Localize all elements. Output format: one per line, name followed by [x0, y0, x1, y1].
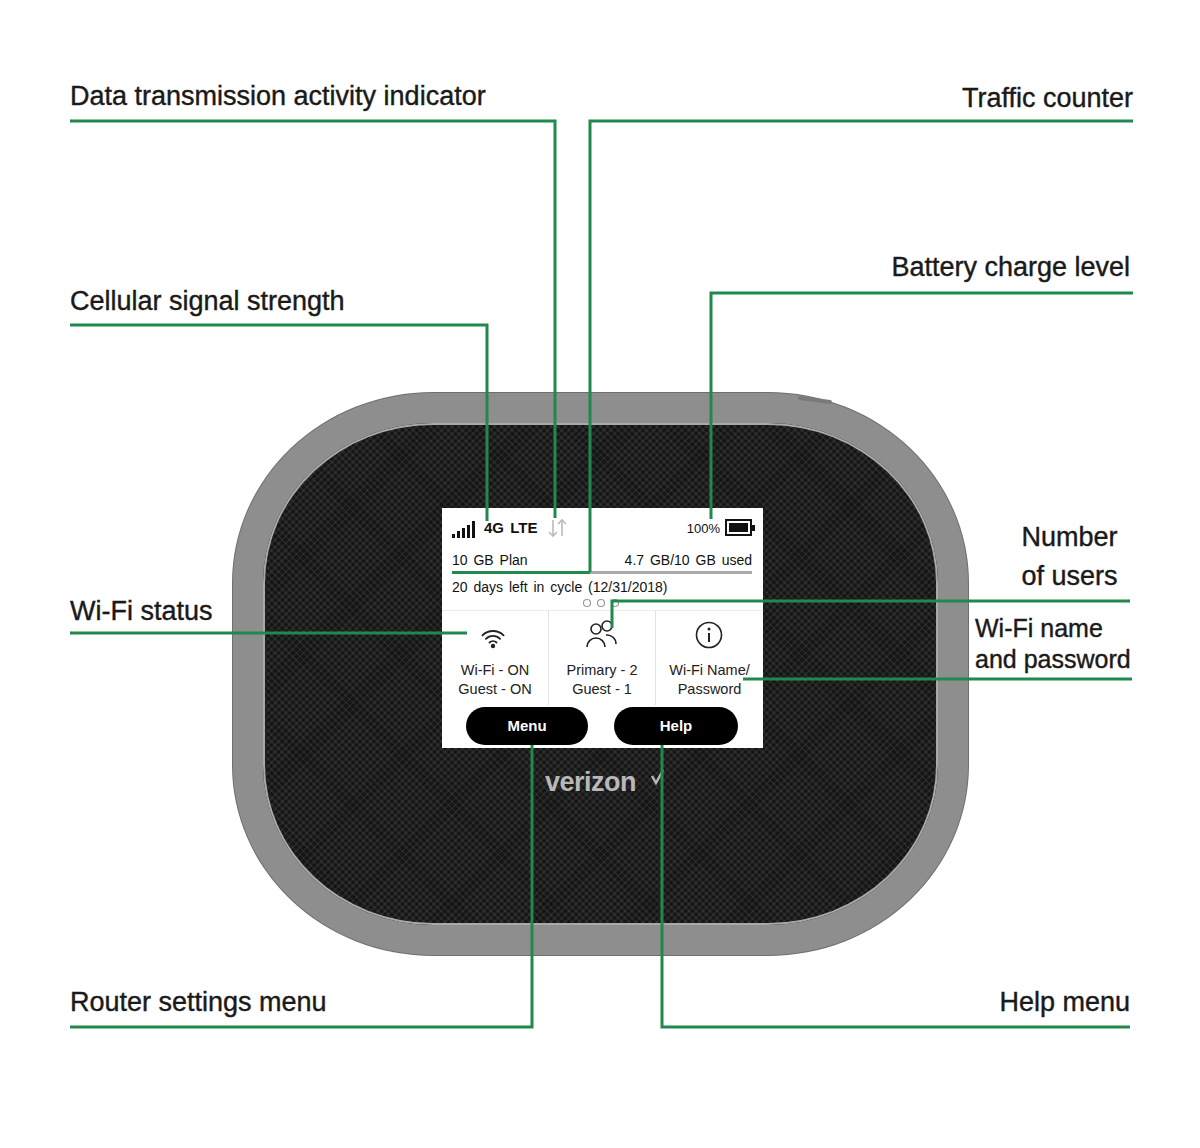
tile-text: Wi-Fi - ON Guest - ON: [446, 661, 544, 699]
callout-label: Battery charge level: [891, 252, 1130, 282]
menu-button: Menu: [466, 707, 588, 745]
hotspot-device: verizon 4G LTE 100% 10 GB Plan 4.7 GB/10 GB …: [233, 393, 968, 955]
tile-text: Primary - 2 Guest - 1: [553, 661, 651, 699]
screen-text: 20 days left in cycle (12/31/2018): [452, 579, 667, 595]
screen-text: 4.7 GB/10 GB used: [625, 552, 752, 568]
tile-text: Wi-Fi Name/ Password: [660, 661, 759, 699]
status-tile: Wi-Fi - ON Guest - ON: [442, 610, 548, 705]
status-tile: Wi-Fi Name/ Password: [655, 610, 763, 705]
callout-label: Traffic counter: [962, 83, 1133, 113]
callout-label: Number of users: [1012, 518, 1127, 596]
callout-label: Cellular signal strength: [70, 286, 345, 316]
pill-text: Help: [614, 707, 738, 745]
callout-label: Wi-Fi status: [70, 596, 213, 626]
status-tile: Primary - 2 Guest - 1: [548, 610, 655, 705]
screen-text: 10 GB Plan: [452, 552, 528, 568]
help-button: Help: [614, 707, 738, 745]
callout-label: Router settings menu: [70, 987, 327, 1017]
callout-label: Wi-Fi name and password: [975, 613, 1140, 675]
callout-label: Help menu: [999, 987, 1130, 1017]
pill-text: Menu: [466, 707, 588, 745]
screen-text: 100%: [687, 521, 720, 536]
leader-lines: [70, 121, 1133, 1027]
screen-text: 4G LTE: [484, 519, 537, 536]
callout-label: Data transmission activity indicator: [70, 81, 486, 111]
device-text: verizon: [545, 767, 636, 798]
display-screen: 4G LTE 100% 10 GB Plan 4.7 GB/10 GB used 20 …: [442, 508, 763, 748]
